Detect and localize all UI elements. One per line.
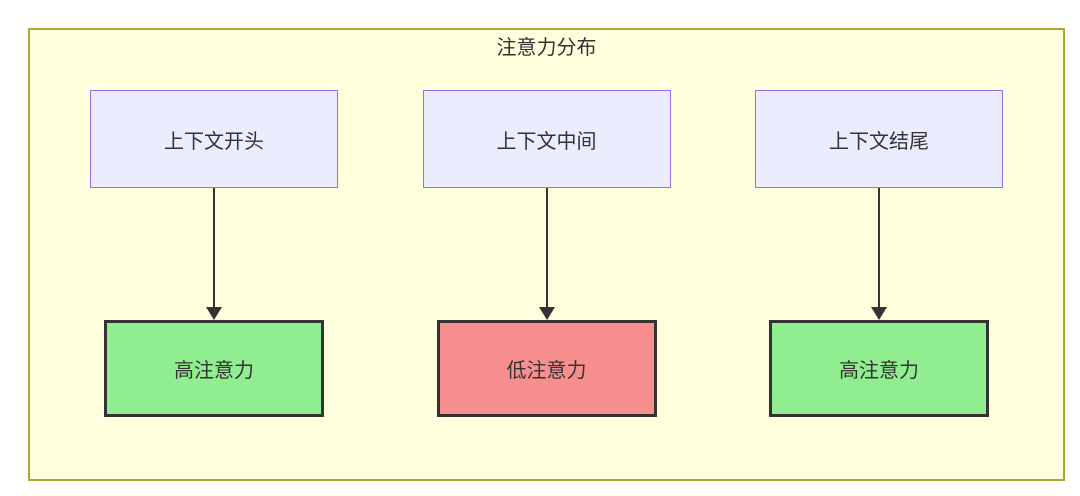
arrow-line	[545, 188, 548, 307]
diagram-title: 注意力分布	[496, 37, 597, 59]
arrowhead-down-icon	[871, 307, 887, 320]
node-context-middle-label: 上下文中间	[496, 130, 597, 153]
arrow-middle-to-low	[538, 188, 555, 320]
node-context-middle: 上下文中间	[422, 90, 671, 188]
arrowhead-down-icon	[206, 307, 222, 320]
arrow-start-to-high	[206, 188, 222, 320]
node-context-start: 上下文开头	[90, 90, 338, 188]
node-context-start-label: 上下文开头	[164, 130, 264, 153]
diagram-column-middle: 上下文中间 低注意力	[422, 90, 671, 417]
diagram-columns: 上下文开头 高注意力 上下文中间	[30, 90, 1063, 417]
node-low-attention: 低注意力	[436, 320, 657, 417]
arrowhead-down-icon	[538, 307, 555, 320]
node-low-attention-label: 低注意力	[506, 360, 587, 382]
node-context-end: 上下文结尾	[755, 90, 1003, 188]
attention-distribution-group: 注意力分布 上下文开头 高注意力 上下文中间	[28, 28, 1065, 481]
arrow-line	[213, 188, 215, 307]
node-high-attention-left-label: 高注意力	[174, 360, 254, 382]
node-high-attention-right-label: 高注意力	[839, 360, 919, 382]
node-context-end-label: 上下文结尾	[829, 130, 929, 153]
arrow-end-to-high	[871, 188, 887, 320]
node-high-attention-right: 高注意力	[769, 320, 989, 417]
node-high-attention-left: 高注意力	[104, 320, 324, 417]
diagram-column-end: 上下文结尾 高注意力	[755, 90, 1003, 417]
diagram-column-start: 上下文开头 高注意力	[90, 90, 338, 417]
arrow-line	[878, 188, 880, 307]
